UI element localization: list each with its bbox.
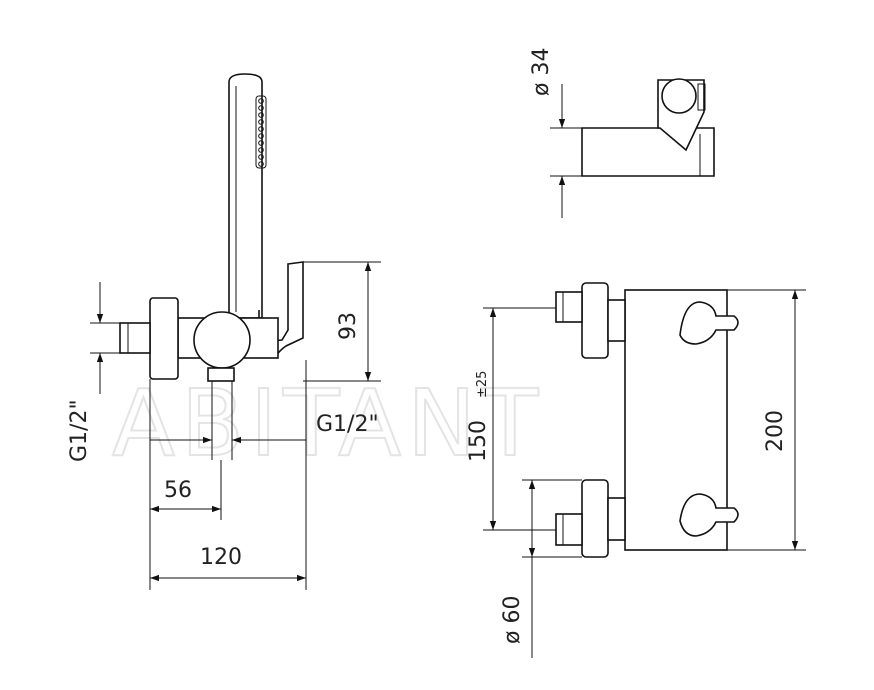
dim-93: 93 [336, 312, 361, 340]
watermark: ABITANT [112, 370, 544, 477]
side-view-dimensions [90, 261, 381, 590]
dim-phi34: ø 34 [529, 48, 554, 96]
dim-g12-left: G1/2" [67, 399, 92, 462]
dim-120: 120 [200, 545, 242, 570]
top-view [550, 78, 715, 218]
dim-150-tolerance: ±25 [475, 371, 490, 398]
shower-nozzles [255, 95, 267, 169]
dim-200: 200 [763, 410, 788, 452]
front-view-dimensions [483, 289, 806, 658]
dim-150: 150 [466, 420, 491, 462]
dim-g12-right: G1/2" [316, 412, 379, 437]
front-view [555, 282, 739, 558]
dim-56: 56 [164, 478, 192, 503]
side-view [119, 73, 304, 460]
dim-phi60: ø 60 [500, 596, 525, 644]
